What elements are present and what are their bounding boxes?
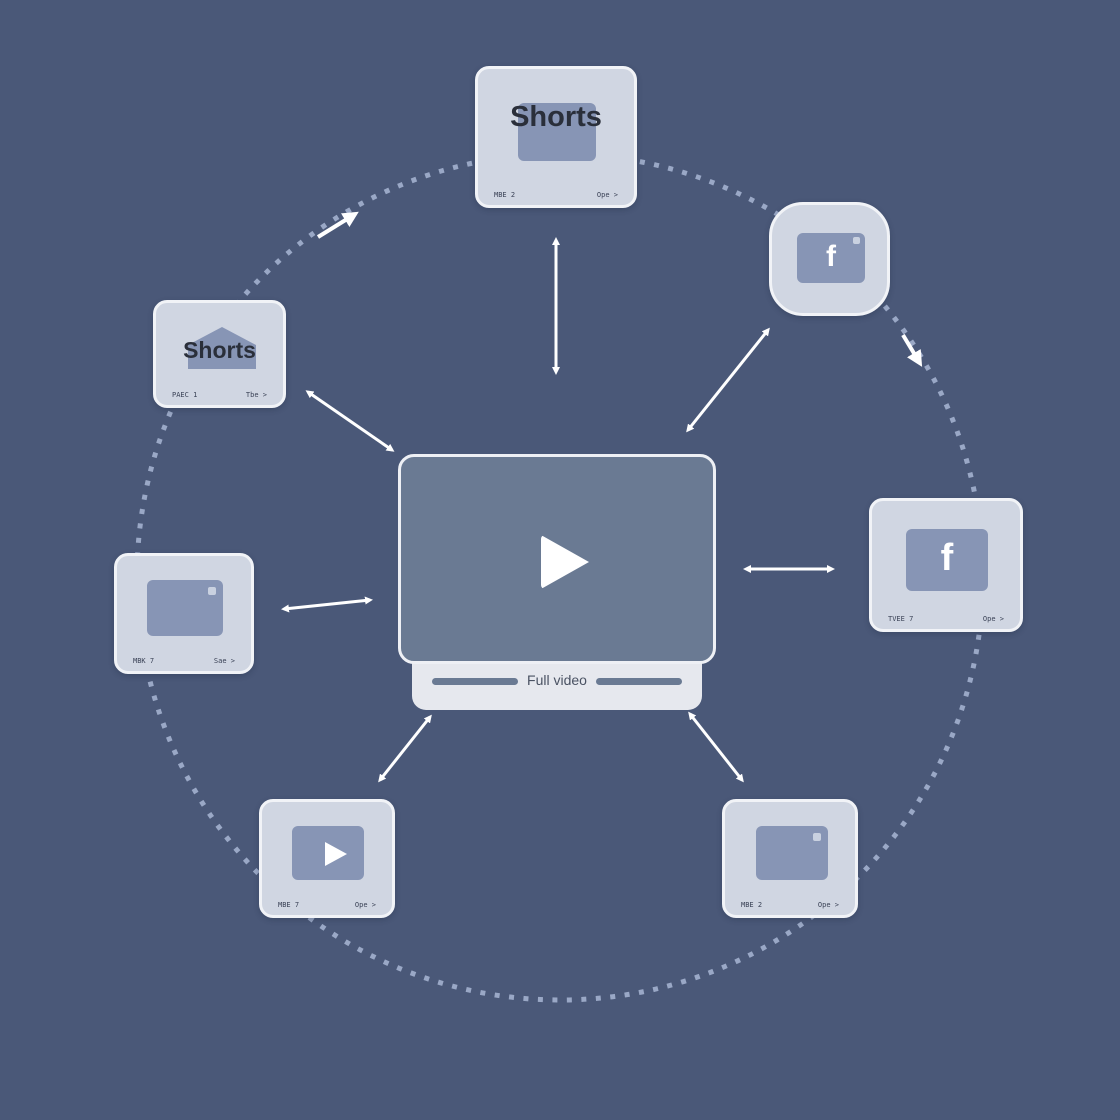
card-video-bottom-left[interactable]: MBE 7 Ope > <box>259 799 395 918</box>
card-footer-left: MBE 2 <box>494 191 516 199</box>
full-video-player[interactable] <box>398 454 716 664</box>
facebook-thumb: f <box>797 233 865 283</box>
connector-upper-left <box>305 390 395 452</box>
card-footer-left: MBE 7 <box>278 901 300 909</box>
card-footer-right[interactable]: Ope > <box>596 191 618 199</box>
card-facebook-upper-right[interactable]: f <box>769 202 890 316</box>
card-footer-left: MBE 2 <box>741 901 763 909</box>
card-title: Shorts <box>183 337 256 363</box>
card-footer-right[interactable]: Tbe > <box>245 391 267 399</box>
card-footer-left: PAEC 1 <box>172 391 198 399</box>
card-footer-right[interactable]: Ope > <box>817 901 839 909</box>
play-button[interactable] <box>541 535 589 589</box>
card-footer-left: MBK 7 <box>133 657 155 665</box>
card-video-bottom-right[interactable]: MBE 2 Ope > <box>722 799 858 918</box>
corner-dot <box>853 237 860 244</box>
progress-bar-right <box>596 678 682 685</box>
play-icon <box>325 842 347 866</box>
connector-upper-right <box>686 327 770 433</box>
connector-left <box>281 596 373 613</box>
flow-arrow-upper-left <box>316 211 359 239</box>
corner-dot <box>813 833 821 841</box>
corner-dot <box>208 587 216 595</box>
house-icon <box>188 327 256 369</box>
card-footer-right[interactable]: Ope > <box>354 901 376 909</box>
facebook-icon: f <box>940 537 954 579</box>
card-footer-left: TVEE 7 <box>888 615 914 623</box>
connector-bottom-left <box>378 714 432 783</box>
card-footer-right[interactable]: Ope > <box>982 615 1004 623</box>
card-footer-right[interactable]: Sae > <box>213 657 235 665</box>
card-facebook-right[interactable]: f TVEE 7 Ope > <box>869 498 1023 632</box>
facebook-icon: f <box>826 240 836 273</box>
card-title: Shorts <box>510 101 602 133</box>
card-shorts-upper-left[interactable]: Shorts PAEC 1 Tbe > <box>153 300 286 408</box>
card-shorts-top[interactable]: Shorts MBE 2 Ope > <box>475 66 637 208</box>
full-video-label: Full video <box>527 672 587 688</box>
thumbnail-icon <box>756 826 828 880</box>
connector-bottom-right <box>688 711 744 783</box>
thumbnail-icon <box>518 103 596 161</box>
thumbnail <box>292 826 364 880</box>
progress-bar-left <box>432 678 518 685</box>
full-video-caption-bar: Full video <box>412 660 702 710</box>
card-video-left[interactable]: MBK 7 Sae > <box>114 553 254 674</box>
thumbnail-icon <box>147 580 223 636</box>
flow-arrow-upper-right <box>901 333 923 367</box>
facebook-thumb: f <box>906 529 988 591</box>
